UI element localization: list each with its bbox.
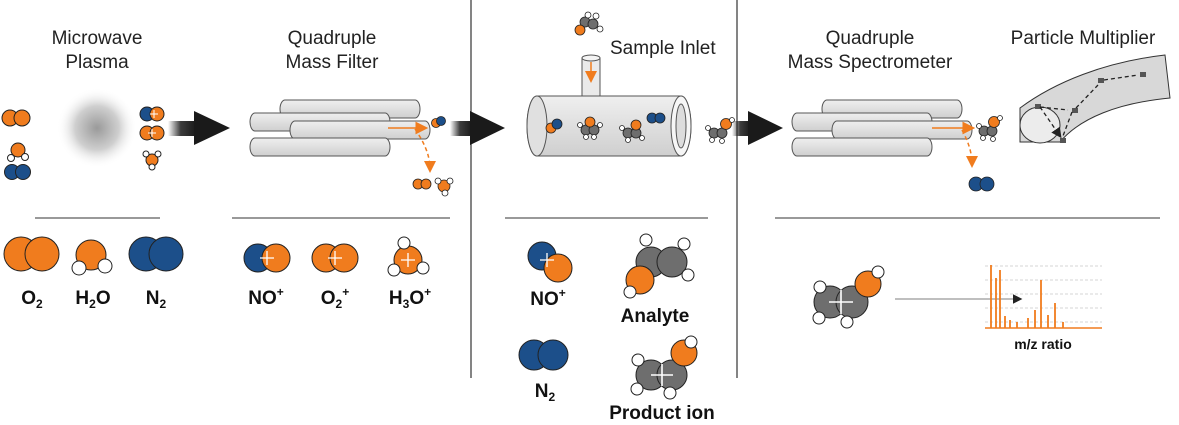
spectrum-xlabel: m/z ratio	[1014, 336, 1072, 352]
mass-spectrum: m/z ratio	[985, 265, 1102, 352]
filter-title-2: Mass Filter	[286, 52, 380, 73]
plasma-glow	[57, 88, 137, 168]
transfer-arrow-tail-1	[168, 121, 196, 136]
legend-o2-molecule	[3, 236, 60, 272]
legend-inlet-n2	[518, 339, 569, 371]
legend-h3o-ion-label: H3O+	[389, 285, 431, 311]
legend-no-ion-label: NO+	[248, 285, 284, 309]
spectrometer-rods	[791, 99, 973, 157]
chamber-contents	[545, 112, 666, 143]
reaction-chamber	[526, 95, 692, 157]
detected-product-ion	[812, 265, 885, 329]
filter-title-1: Quadruple	[288, 28, 377, 49]
plasma-molecules-in	[1, 109, 31, 180]
spectrometer-rejected-path	[961, 129, 978, 168]
legend-inlet-no-ion-label: NO+	[530, 286, 566, 310]
plasma-ions-out	[139, 106, 165, 171]
legend-analyte-molecule	[623, 233, 695, 299]
legend-o2-ion	[311, 243, 359, 273]
legend-inlet-n2-label: N2	[535, 381, 556, 404]
inlet-title: Sample Inlet	[610, 38, 716, 59]
inlet-tube	[581, 54, 601, 101]
filter-ions	[412, 116, 454, 197]
legend-product-ion-molecule	[630, 335, 698, 400]
spectrometer-title-1: Quadruple	[826, 28, 915, 49]
legend-h3o-ion	[387, 236, 430, 277]
sample-drop	[574, 11, 604, 36]
spectrometer-ions	[968, 115, 1003, 192]
plasma-title-1: Microwave	[52, 28, 143, 49]
legend-n2-label: N2	[146, 288, 167, 311]
legend-no-ion	[243, 243, 291, 273]
multiplier-title: Particle Multiplier	[1011, 28, 1156, 49]
transfer-arrow-1	[194, 111, 230, 145]
transfer-arrow-2	[470, 111, 505, 145]
transfer-arrow-tail-2	[450, 121, 472, 136]
transfer-arrow-3	[748, 111, 783, 145]
legend-n2-molecule	[128, 236, 184, 272]
transfer-arrow-tail-3	[732, 121, 750, 136]
legend-h2o-label: H2O	[75, 288, 110, 311]
particle-multiplier-horn	[1019, 54, 1171, 143]
legend-o2-label: O2	[21, 288, 43, 311]
product-ion-transfer	[705, 117, 735, 144]
legend-inlet-no-ion	[527, 241, 573, 283]
legend-o2-ion-label: O2+	[321, 285, 349, 311]
legend-h2o-molecule	[71, 239, 113, 276]
plasma-title-2: Plasma	[65, 52, 129, 73]
filter-rods	[249, 99, 431, 157]
spectrometer-title-2: Mass Spectrometer	[788, 52, 953, 73]
legend-analyte-label: Analyte	[621, 306, 690, 327]
legend-product-ion-label: Product ion	[609, 403, 715, 424]
